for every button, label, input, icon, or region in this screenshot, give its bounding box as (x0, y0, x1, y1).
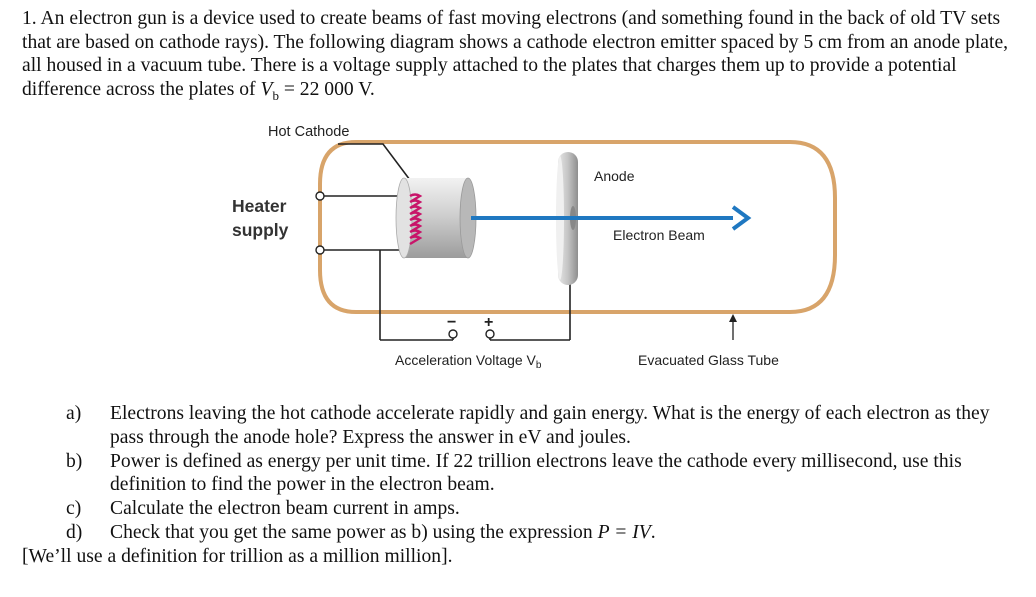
question-d-label: d) (66, 521, 83, 543)
question-list: a) Electrons leaving the hot cathode acc… (22, 402, 1022, 569)
label-anode: Anode (594, 168, 635, 184)
label-accel-voltage-sub: b (536, 360, 542, 371)
question-b: b) Power is defined as energy per unit t… (22, 450, 1022, 498)
label-plus: + (484, 314, 493, 331)
label-heater: Heater (232, 196, 287, 216)
voltage-subscript: b (272, 87, 279, 103)
problem-intro: 1. An electron gun is a device used to c… (22, 7, 1022, 107)
heater-coil (409, 193, 423, 246)
electron-gun-diagram: Hot Cathode Heater supply Anode Electron… (232, 124, 837, 371)
question-d-text-after: . (650, 521, 656, 543)
intro-text-2: = 22 000 V. (278, 78, 375, 100)
label-glass-tube: Evacuated Glass Tube (638, 352, 779, 368)
question-d-text-before: Check that you get the same power as b) … (110, 521, 598, 543)
question-a-text: Electrons leaving the hot cathode accele… (110, 403, 990, 448)
question-a-label: a) (66, 403, 82, 424)
intro-text-1: An electron gun is a device used to crea… (22, 8, 1009, 100)
label-hot-cathode: Hot Cathode (268, 124, 349, 140)
label-accel-voltage: Acceleration Voltage Vb (395, 352, 542, 371)
trillion-note: [We’ll use a definition for trillion as … (22, 545, 453, 567)
accel-terminal-plus (485, 329, 495, 339)
label-minus: − (447, 314, 456, 331)
label-electron-beam: Electron Beam (613, 227, 705, 243)
cathode-cylinder (395, 177, 477, 259)
glass-tube-arrowhead (729, 314, 737, 322)
heater-terminal-top (315, 191, 325, 201)
label-supply: supply (232, 220, 289, 240)
circuit-wires (324, 143, 571, 341)
accel-terminal-minus (448, 329, 458, 339)
question-c-text: Calculate the electron beam current in a… (110, 498, 460, 520)
question-c: c) Calculate the electron beam current i… (22, 497, 1022, 521)
question-b-text: Power is defined as energy per unit time… (110, 450, 962, 496)
question-d-expression: P = IV (597, 521, 651, 543)
electron-beam-arrowhead (731, 205, 752, 231)
question-c-label: c) (66, 498, 82, 520)
label-accel-voltage-text: Acceleration Voltage V (395, 352, 537, 368)
voltage-variable: V (260, 78, 273, 100)
question-a: a) Electrons leaving the hot cathode acc… (22, 402, 1022, 450)
problem-number: 1. (22, 8, 37, 29)
glass-tube (318, 140, 837, 314)
heater-terminal-bottom (315, 245, 325, 255)
question-b-label: b) (66, 450, 83, 472)
question-d: d) Check that you get the same power as … (22, 521, 1022, 545)
